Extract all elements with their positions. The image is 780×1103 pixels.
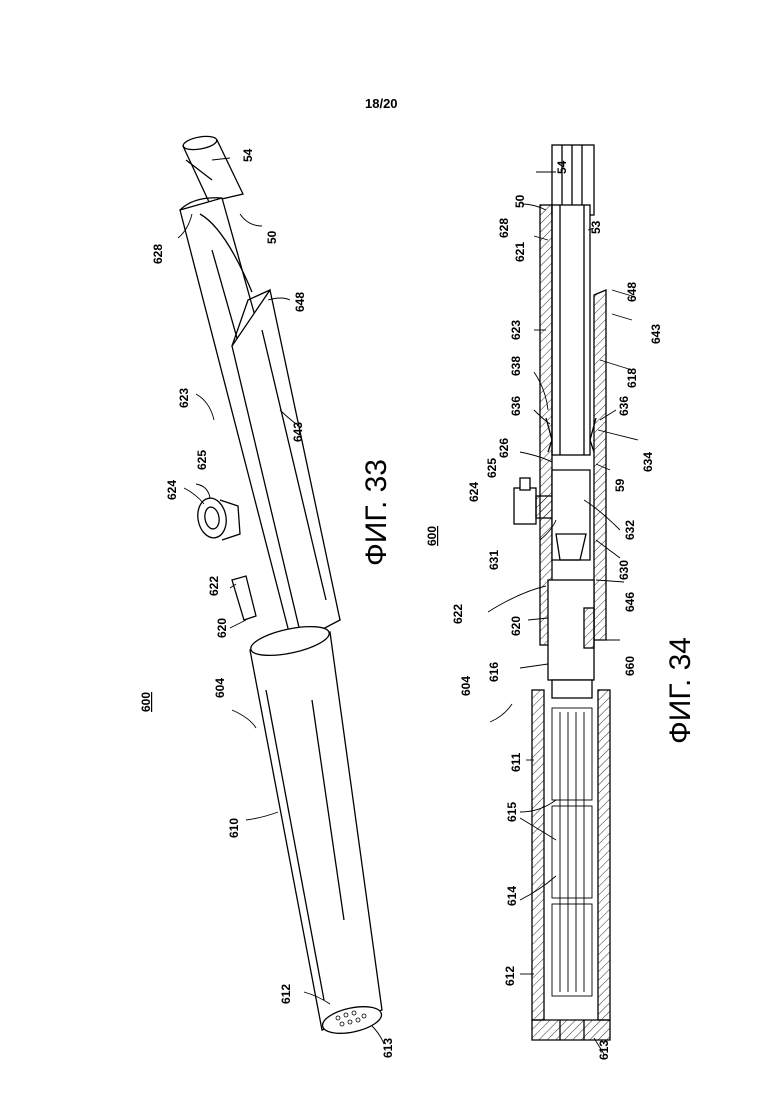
button-624 [195, 496, 240, 540]
label-621: 621 [513, 242, 527, 262]
label-628: 628 [151, 244, 165, 264]
label-623: 623 [509, 320, 523, 340]
label-614: 614 [505, 886, 519, 906]
label-623: 623 [177, 388, 191, 408]
label-660: 660 [623, 656, 637, 676]
label-615: 615 [505, 802, 519, 822]
label-643: 643 [649, 324, 663, 344]
label-646: 646 [623, 592, 637, 612]
label-632: 632 [623, 520, 637, 540]
label-636: 636 [509, 396, 523, 416]
label-612: 612 [279, 984, 293, 1004]
label-631: 631 [487, 550, 501, 570]
label-626: 626 [497, 438, 511, 458]
label-53: 53 [589, 220, 603, 234]
figure-33-assembly-ref: 600 [139, 692, 153, 712]
label-624: 624 [467, 482, 481, 502]
label-625: 625 [195, 450, 209, 470]
label-643: 643 [291, 422, 305, 442]
figure-34-drawing [488, 145, 638, 1054]
figure-34-caption: ФИГ. 34 [664, 637, 697, 744]
label-613: 613 [597, 1040, 611, 1060]
label-624: 624 [165, 480, 179, 500]
label-620: 620 [215, 618, 229, 638]
battery-cells [552, 708, 592, 996]
label-604: 604 [213, 678, 227, 698]
label-636b: 636 [617, 396, 631, 416]
label-610: 610 [227, 818, 241, 838]
label-648: 648 [625, 282, 639, 302]
label-620: 620 [509, 616, 523, 636]
label-638: 638 [509, 356, 523, 376]
label-648: 648 [293, 292, 307, 312]
label-625: 625 [485, 458, 499, 478]
label-630: 630 [617, 560, 631, 580]
label-604: 604 [459, 676, 473, 696]
label-611: 611 [509, 752, 523, 772]
figure-33-caption: ФИГ. 33 [360, 459, 393, 566]
label-54: 54 [241, 148, 255, 162]
label-618: 618 [625, 368, 639, 388]
figure-34-assembly-ref: 600 [425, 526, 439, 546]
label-622: 622 [451, 604, 465, 624]
label-613: 613 [381, 1038, 395, 1058]
label-622: 622 [207, 576, 221, 596]
label-634: 634 [641, 452, 655, 472]
label-50: 50 [513, 194, 527, 208]
label-628: 628 [497, 218, 511, 238]
label-59: 59 [613, 478, 627, 492]
label-616: 616 [487, 662, 501, 682]
label-54: 54 [555, 160, 569, 174]
label-612: 612 [503, 966, 517, 986]
label-50: 50 [265, 230, 279, 244]
